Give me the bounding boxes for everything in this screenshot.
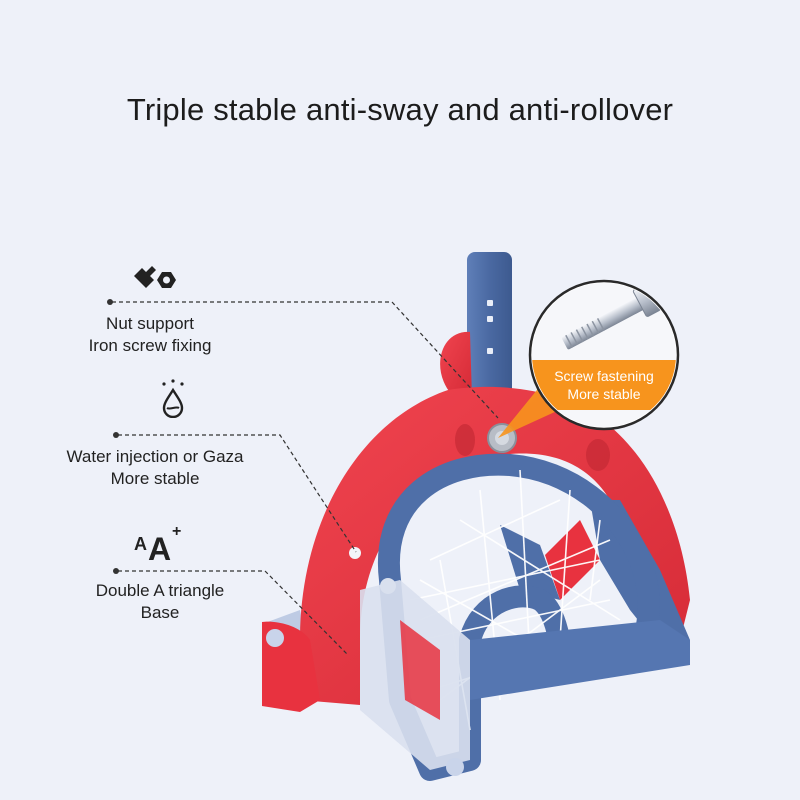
font-size-a-icon: A A +: [134, 523, 181, 564]
feature-nut-line2: Iron screw fixing: [88, 336, 212, 355]
feature-base-line2: Base: [140, 603, 180, 622]
hoop-frame: [377, 453, 660, 781]
water-drop-icon: [162, 379, 184, 418]
callout-text: Screw fastening More stable: [532, 367, 676, 403]
svg-text:A: A: [148, 531, 171, 564]
svg-text:+: +: [172, 523, 181, 540]
leader-dot-water: [113, 432, 119, 438]
callout-line1: Screw fastening: [554, 368, 654, 384]
leader-dot-nut: [107, 299, 113, 305]
feature-water-text: Water injection or Gaza More stable: [30, 446, 280, 490]
svg-text:A: A: [134, 534, 147, 554]
callout-band: [532, 360, 676, 410]
leader-line-water: [118, 434, 357, 553]
feature-water-line1: Water injection or Gaza: [66, 447, 244, 466]
leader-line-nut: [112, 301, 499, 419]
feature-base-line1: Double A triangle: [95, 581, 225, 600]
feature-water-line2: More stable: [110, 469, 200, 488]
blue-base-bar: [470, 620, 690, 700]
callout-line2: More stable: [567, 386, 641, 402]
headline: Triple stable anti-sway and anti-rollove…: [126, 92, 674, 127]
feature-nut-line1: Nut support: [106, 314, 194, 333]
leader-line-base: [118, 570, 349, 656]
feature-base-text: Double A triangle Base: [50, 580, 270, 624]
leader-dot-base: [113, 568, 119, 574]
feature-nut-text: Nut support Iron screw fixing: [50, 313, 250, 357]
nut-bolt-icon: [134, 266, 176, 288]
